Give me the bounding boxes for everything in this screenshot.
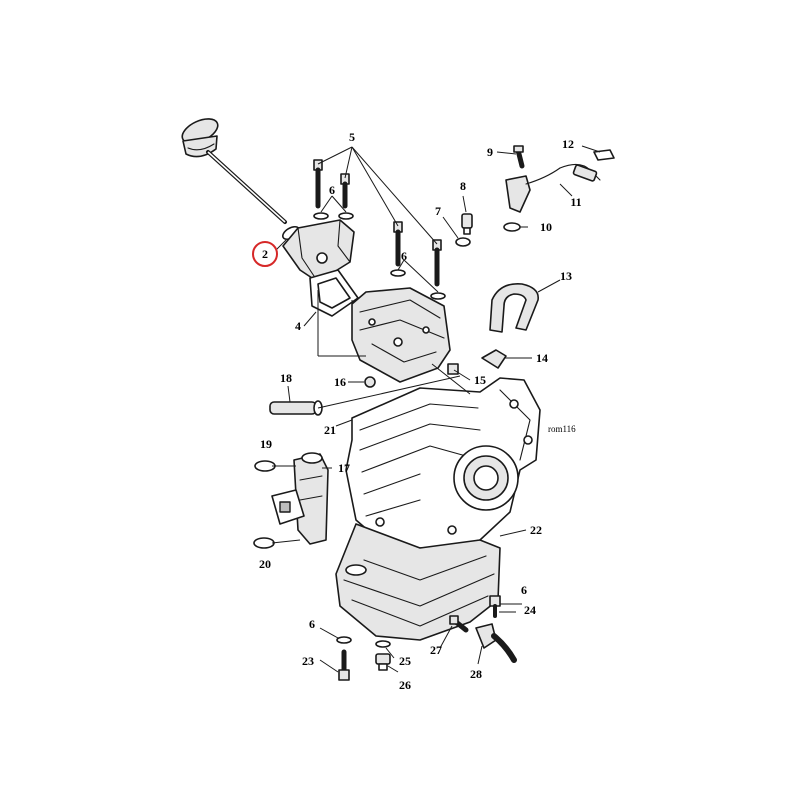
bolt[interactable] (393, 221, 403, 267)
oil-pan[interactable] (335, 523, 501, 641)
bolt[interactable] (513, 145, 525, 169)
o-ring[interactable] (455, 237, 471, 247)
callout-5[interactable]: 5 (349, 130, 355, 144)
callout-23[interactable]: 23 (302, 654, 314, 668)
washer[interactable] (338, 212, 354, 220)
highlight-ring (252, 241, 278, 267)
callout-14[interactable]: 14 (536, 351, 548, 365)
o-ring[interactable] (253, 537, 275, 549)
filter-housing[interactable] (293, 452, 329, 545)
sensor[interactable] (449, 615, 469, 633)
callout-22[interactable]: 22 (530, 523, 542, 537)
callout-13[interactable]: 13 (560, 269, 572, 283)
filler-gasket[interactable] (309, 269, 359, 317)
callout-24[interactable]: 24 (524, 603, 536, 617)
hose[interactable] (489, 283, 539, 333)
bolt[interactable] (340, 173, 350, 209)
callout-18[interactable]: 18 (280, 371, 292, 385)
dipstick[interactable] (179, 114, 287, 224)
o-ring[interactable] (503, 222, 521, 232)
washer[interactable] (336, 636, 352, 644)
callout-6[interactable]: 6 (329, 183, 335, 197)
callout-10[interactable]: 10 (540, 220, 552, 234)
hose-fitting[interactable] (475, 623, 517, 663)
callout-20[interactable]: 20 (259, 557, 271, 571)
top-cover[interactable] (351, 287, 451, 383)
callout-28[interactable]: 28 (470, 667, 482, 681)
bolt[interactable] (432, 239, 442, 287)
callout-4[interactable]: 4 (295, 319, 301, 333)
callout-12[interactable]: 12 (562, 137, 574, 151)
callout-6[interactable]: 6 (401, 249, 407, 263)
plug[interactable] (447, 363, 459, 375)
callout-17[interactable]: 17 (338, 461, 350, 475)
callout-6[interactable]: 6 (309, 617, 315, 631)
callout-11[interactable]: 11 (570, 195, 581, 209)
bolt[interactable] (313, 159, 323, 209)
callout-7[interactable]: 7 (435, 204, 441, 218)
fitting[interactable] (461, 213, 473, 235)
callout-9[interactable]: 9 (487, 145, 493, 159)
callout-27[interactable]: 27 (430, 643, 442, 657)
leader-lines (271, 145, 601, 673)
callout-16[interactable]: 16 (334, 375, 346, 389)
sensor-clip[interactable] (593, 149, 615, 161)
gasket[interactable] (271, 489, 305, 525)
callout-labels: 2 4 5 6 6 6 6 7 8 9 10 11 12 13 14 15 16… (252, 130, 582, 692)
drain-plug[interactable] (375, 653, 391, 671)
washer[interactable] (390, 269, 406, 277)
image-code: rom116 (548, 424, 576, 434)
callout-2[interactable]: 2 (262, 247, 268, 261)
nut[interactable] (364, 376, 376, 388)
washer[interactable] (313, 212, 329, 220)
callout-6[interactable]: 6 (521, 583, 527, 597)
callout-25[interactable]: 25 (399, 654, 411, 668)
callout-15[interactable]: 15 (474, 373, 486, 387)
callout-21[interactable]: 21 (324, 423, 336, 437)
bolt[interactable] (338, 649, 350, 681)
fitting[interactable] (489, 595, 501, 618)
callout-26[interactable]: 26 (399, 678, 411, 692)
speed-sensor[interactable] (505, 163, 601, 213)
callout-8[interactable]: 8 (460, 179, 466, 193)
washer[interactable] (375, 640, 391, 648)
crankcase[interactable] (345, 377, 541, 549)
oil-tube[interactable] (269, 400, 323, 416)
washer[interactable] (430, 292, 446, 300)
elbow-fitting[interactable] (481, 349, 507, 369)
callout-19[interactable]: 19 (260, 437, 272, 451)
filler-tube[interactable] (282, 219, 355, 283)
